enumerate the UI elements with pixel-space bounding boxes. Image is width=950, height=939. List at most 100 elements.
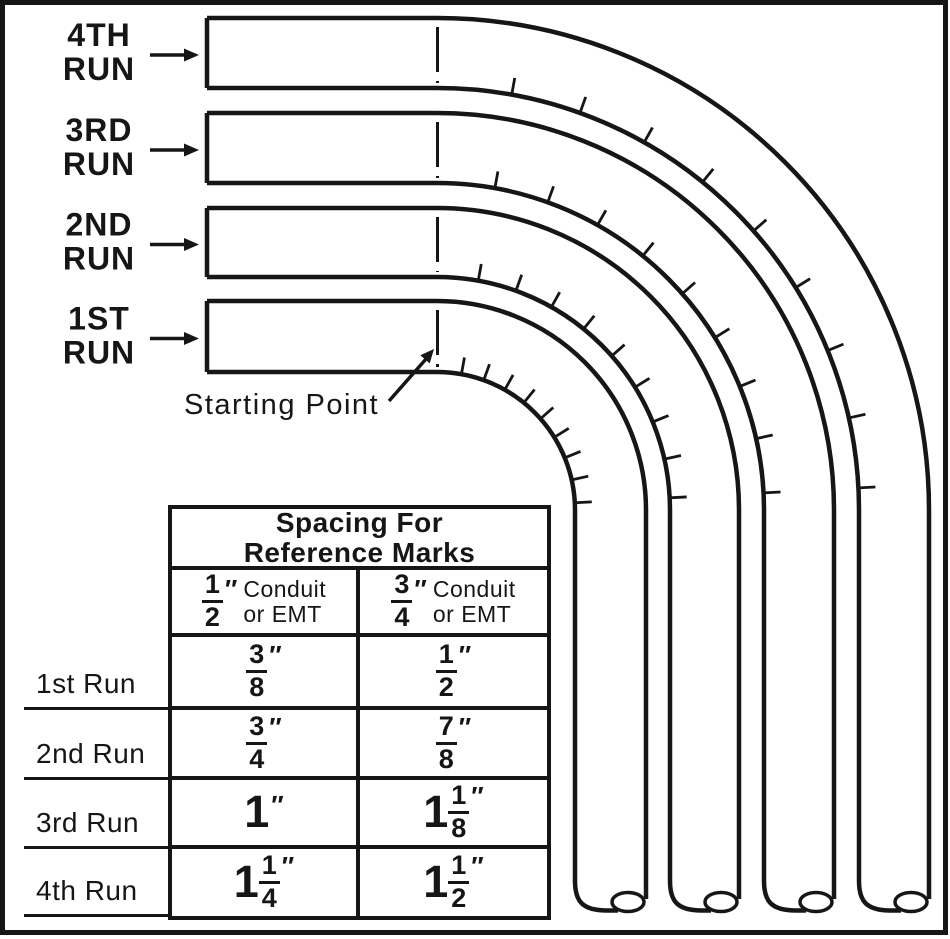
inch-mark: ″ [471, 781, 484, 812]
reference-mark-tick [546, 185, 555, 203]
reference-mark-tick [681, 281, 696, 295]
reference-mark-tick [503, 374, 515, 391]
starting-point-arrowhead-icon [420, 349, 434, 364]
reference-mark-tick [652, 414, 669, 424]
conduit-run-2-mouth-ellipse [703, 890, 739, 914]
reference-mark-tick [476, 263, 483, 281]
run-label-line1: 4TH [67, 17, 130, 53]
reference-mark-tick [564, 450, 582, 460]
run-label-line1: 3RD [65, 112, 132, 148]
reference-mark-tick [460, 357, 466, 375]
fraction-denominator: 2 [204, 602, 220, 632]
run-arrowhead-icon [184, 238, 199, 251]
fraction-numerator: 1 [435, 641, 457, 673]
reference-marks [436, 27, 876, 505]
reference-mark-tick [763, 490, 781, 495]
fraction-numerator: 1 [448, 852, 470, 884]
run-label-line2: RUN [63, 146, 135, 182]
fraction-denominator: 4 [249, 743, 265, 774]
fraction-numerator: 1 [258, 852, 280, 884]
fraction-numerator: 1 [448, 782, 470, 814]
conduit-run-3-inner-edge [207, 180, 806, 913]
table-row-label-2: 2nd Run [24, 710, 168, 780]
inch-mark: ″ [281, 851, 295, 882]
table-row-label-3: 3rd Run [24, 780, 168, 849]
inch-mark: ″ [271, 790, 284, 821]
reference-mark-tick [571, 474, 589, 482]
reference-mark-tick [794, 277, 811, 289]
reference-mark-tick [493, 171, 500, 189]
conduit-run-1-mouth-ellipse [610, 890, 646, 914]
fraction-denominator: 4 [261, 883, 277, 913]
reference-mark-tick [848, 412, 866, 420]
fraction-numerator: 3 [246, 713, 268, 745]
reference-mark-tick [582, 314, 596, 330]
table-title-line2: Reference Marks [243, 536, 476, 568]
reference-mark-tick [755, 433, 774, 441]
reference-mark-tick [669, 495, 687, 500]
reference-mark-tick [714, 327, 731, 339]
starting-point-label: Starting Point [184, 389, 379, 421]
reference-mark-tick [522, 388, 536, 404]
reference-mark-tick [482, 363, 491, 381]
conduit-run-1-inner-edge [207, 369, 618, 913]
fraction-numerator: 7 [435, 713, 457, 745]
column-header-line2: or EMT [432, 600, 512, 627]
fraction-denominator: 8 [451, 813, 467, 843]
run-label-line2: RUN [63, 51, 135, 87]
fraction-denominator: 8 [438, 743, 454, 774]
reference-mark-tick [642, 126, 654, 144]
reference-mark-tick [634, 377, 651, 389]
reference-mark-tick [739, 378, 757, 388]
run-label-line2: RUN [63, 241, 135, 277]
starting-point-callout: Starting Point [184, 349, 434, 421]
reference-mark-tick [827, 342, 844, 352]
column-header-line1: Conduit [243, 575, 327, 602]
reference-mark-tick [596, 209, 608, 226]
reference-mark-tick [858, 485, 876, 490]
reference-mark-tick [610, 343, 626, 357]
conduit-run-4-inner-edge [207, 85, 901, 913]
conduit-run-4-mouth-ellipse [893, 890, 929, 914]
spacing-cell-row3-col1: 1″ [172, 780, 360, 849]
inch-mark: ″ [224, 574, 238, 605]
run-label-line1: 2ND [65, 207, 132, 243]
conduit-run-1-outer-edge [207, 298, 649, 899]
starting-point-arrow-icon [387, 357, 428, 403]
inch-mark: ″ [269, 640, 282, 671]
fraction-denominator: 4 [394, 602, 410, 632]
inch-mark: ″ [471, 851, 484, 882]
run-label-line1: 1ST [68, 301, 130, 337]
run-arrowhead-icon [184, 143, 199, 157]
reference-mark-tick [510, 77, 517, 95]
reference-mark-tick [514, 274, 524, 292]
conduit-runs [204, 15, 932, 914]
